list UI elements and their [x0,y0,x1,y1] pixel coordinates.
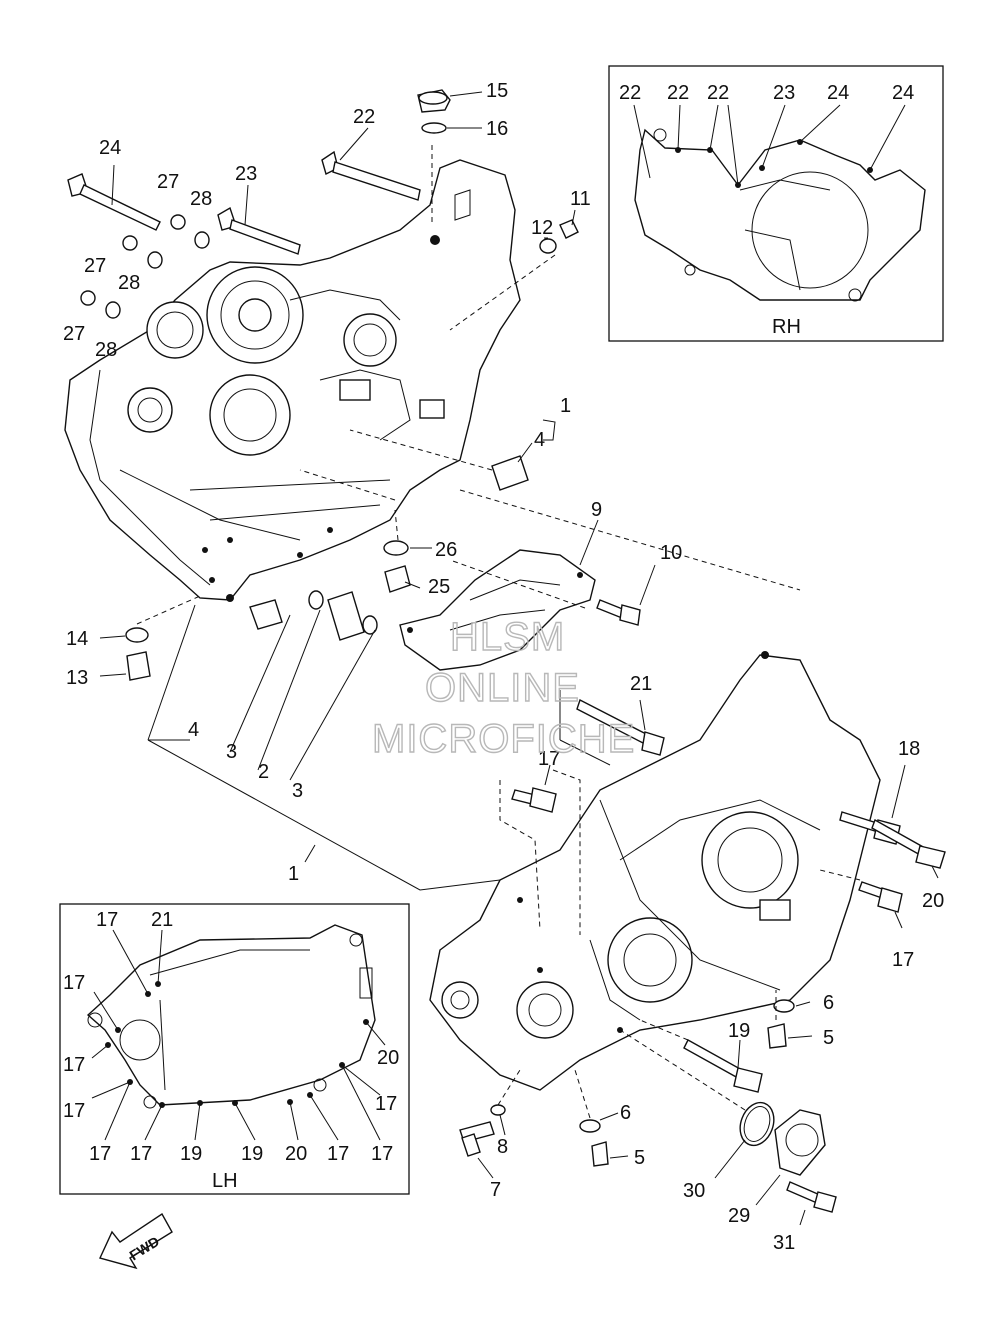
label-14: 14 [66,628,88,650]
left-crankcase-half [64,159,521,602]
lh-label-20b: 20 [285,1143,307,1165]
label-26: 26 [435,539,457,561]
label-10: 10 [660,542,682,564]
label-4a: 4 [534,429,545,451]
lh-label-17h: 17 [327,1143,349,1165]
rh-inset: 22 22 22 23 24 24 RH [608,65,944,342]
lh-label-17g: 17 [130,1143,152,1165]
lh-label-17d: 17 [63,1100,85,1122]
label-8: 8 [497,1136,508,1158]
oil-strainer-plate [399,549,596,671]
small-parts [67,89,946,1213]
part-labels: 15 16 22 24 27 28 23 12 11 27 28 27 28 1… [63,80,944,1254]
rh-label-22b: 22 [667,82,689,104]
lh-label-17i: 17 [371,1143,393,1165]
label-27c: 27 [63,323,85,345]
lh-label-17c: 17 [63,1054,85,1076]
leader-lines [99,91,939,1226]
lh-label-21: 21 [151,909,173,931]
rh-label-24a: 24 [827,82,849,104]
label-30: 30 [683,1180,705,1202]
label-7: 7 [490,1179,501,1201]
label-2: 2 [258,761,269,783]
label-19: 19 [728,1020,750,1042]
label-27b: 27 [84,255,106,277]
label-17a: 17 [538,748,560,770]
fwd-arrow-icon: FWD [99,1212,173,1270]
rh-label-22a: 22 [619,82,641,104]
lh-label-20a: 20 [377,1047,399,1069]
label-21: 21 [630,673,652,695]
label-28a: 28 [190,188,212,210]
lh-label-17a: 17 [96,909,118,931]
lh-label-17b: 17 [63,972,85,994]
label-4b: 4 [188,719,199,741]
label-15: 15 [486,80,508,102]
right-crankcase-half [429,651,881,1091]
label-28c: 28 [95,339,117,361]
label-5b: 5 [634,1147,645,1169]
label-3a: 3 [226,741,237,763]
label-12: 12 [531,217,553,239]
lh-inset: 17 21 17 17 17 20 17 17 17 19 19 20 17 1… [59,903,410,1195]
watermark-line-2: ONLINE [425,666,580,710]
rh-label-22c: 22 [707,82,729,104]
label-29: 29 [728,1205,750,1227]
label-28b: 28 [118,272,140,294]
label-27a: 27 [157,171,179,193]
watermark-line-1: HLSM [450,615,565,659]
label-18: 18 [898,738,920,760]
rh-label-23: 23 [773,82,795,104]
watermark: HLSM ONLINE MICROFICHE [371,614,635,761]
label-11: 11 [570,188,591,210]
lh-inset-title: LH [212,1170,238,1192]
lh-label-19a: 19 [180,1143,202,1165]
label-20a: 20 [922,890,944,912]
label-23: 23 [235,163,257,185]
label-1a: 1 [560,395,571,417]
label-22: 22 [353,106,375,128]
label-6b: 6 [620,1102,631,1124]
rh-inset-frame [608,65,944,342]
label-31: 31 [773,1232,795,1254]
label-5a: 5 [823,1027,834,1049]
lh-label-19b: 19 [241,1143,263,1165]
rh-inset-title: RH [772,316,801,338]
lh-label-17f: 17 [89,1143,111,1165]
label-17b: 17 [892,949,914,971]
label-6a: 6 [823,992,834,1014]
lh-inset-frame [59,903,410,1195]
label-25: 25 [428,576,450,598]
label-24: 24 [99,137,121,159]
label-16: 16 [486,118,508,140]
label-3b: 3 [292,780,303,802]
watermark-line-3: MICROFICHE [372,717,635,761]
rh-label-24b: 24 [892,82,914,104]
lh-label-17e: 17 [375,1093,397,1115]
label-1b: 1 [288,863,299,885]
label-13: 13 [66,667,88,689]
label-9: 9 [591,499,602,521]
